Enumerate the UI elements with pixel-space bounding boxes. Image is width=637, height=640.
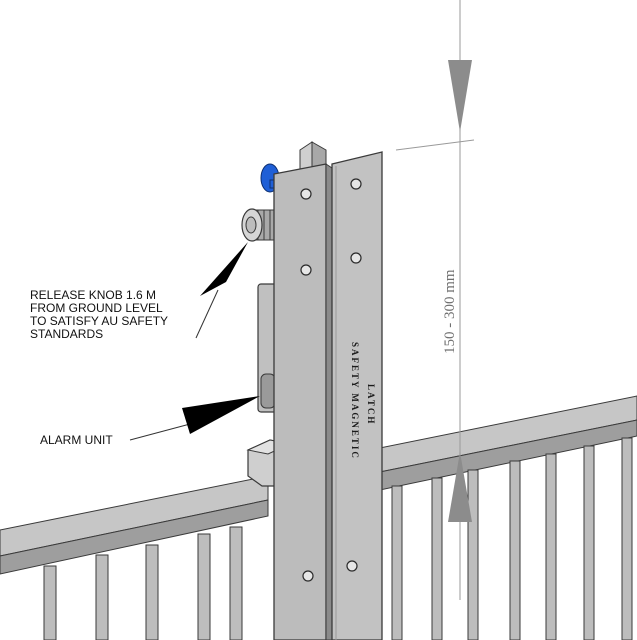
release-knob-callout-line4: STANDARDS — [30, 327, 104, 341]
dimension-arrow-icon: 150 - 300 mm — [395, 0, 475, 600]
latch-posts: SAFETY MAGNETIC LATCH — [273, 141, 383, 640]
release-knob-callout-line1: RELEASE KNOB 1.6 M — [30, 288, 157, 302]
alarm-unit-icon — [260, 373, 276, 409]
release-knob-pointer — [195, 242, 248, 339]
left-fence — [0, 475, 269, 640]
release-knob-callout-line2: FROM GROUND LEVEL — [30, 301, 163, 315]
latch-label-line1: SAFETY MAGNETIC — [350, 342, 360, 460]
latch-label-line2: LATCH — [366, 384, 376, 425]
alarm-unit-callout: ALARM UNIT — [40, 433, 113, 447]
right-post — [331, 151, 383, 640]
right-fence — [379, 395, 637, 640]
release-knob-callout-line3: TO SATISFY AU SAFETY — [30, 314, 169, 328]
right-post-bolts — [346, 178, 362, 572]
left-post — [273, 163, 327, 640]
release-knob-callout: RELEASE KNOB 1.6 M FROM GROUND LEVEL TO … — [30, 289, 168, 341]
dimension-label: 150 - 300 mm — [442, 269, 458, 354]
left-fence-pickets — [43, 526, 243, 640]
alarm-unit-pointer — [129, 396, 260, 441]
left-post-bolts — [300, 188, 314, 582]
right-fence-pickets — [391, 437, 633, 640]
